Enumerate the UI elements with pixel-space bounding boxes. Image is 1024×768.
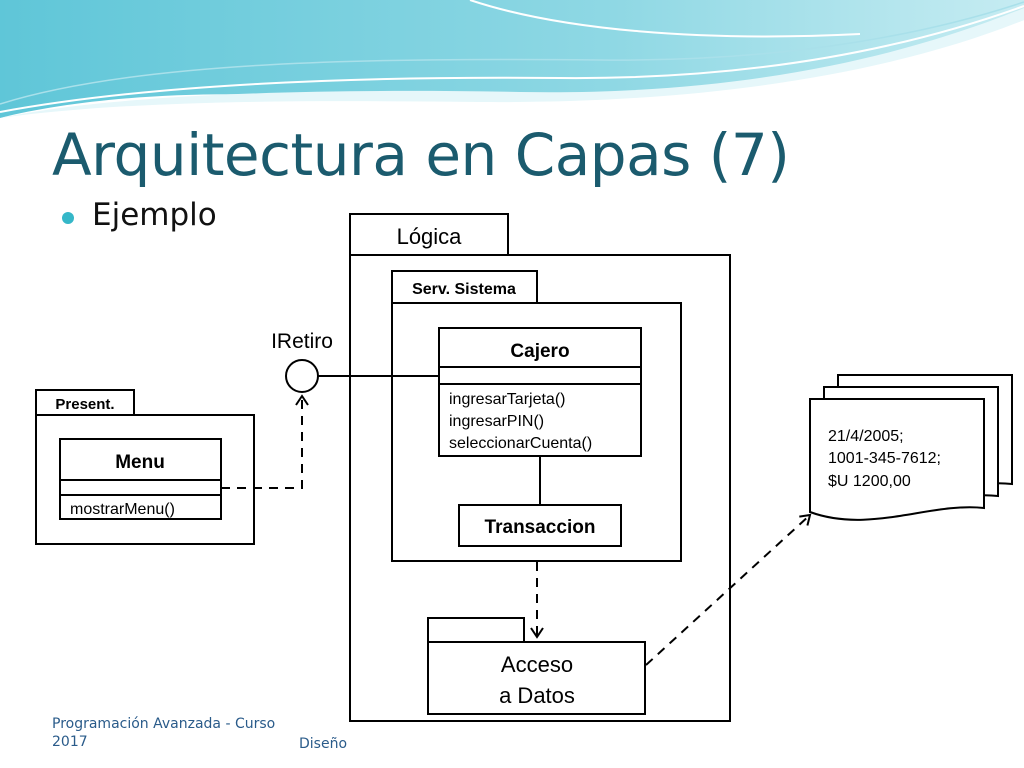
package-logica-label: Lógica <box>397 224 463 249</box>
bullet-text: Ejemplo <box>92 197 217 233</box>
document-line-date: 21/4/2005; <box>828 428 904 445</box>
method-mostrar-menu: mostrarMenu() <box>70 501 175 518</box>
method-ingresar-tarjeta: ingresarTarjeta() <box>449 391 565 408</box>
class-cajero-name: Cajero <box>510 341 569 362</box>
dependency-acceso-document <box>645 513 812 666</box>
package-acceso-line1: Acceso <box>501 652 573 677</box>
bullet-icon <box>62 212 74 224</box>
package-serv-sistema-label: Serv. Sistema <box>412 281 516 298</box>
header-wave-decoration <box>0 0 1024 118</box>
package-acceso-line2: a Datos <box>499 683 575 708</box>
class-menu: Menu mostrarMenu() <box>59 438 222 520</box>
class-cajero: Cajero ingresarTarjeta() ingresarPIN() s… <box>438 327 642 457</box>
class-transaccion-name: Transaccion <box>485 517 596 538</box>
package-present-label: Present. <box>55 396 114 413</box>
document-stack-icon: 21/4/2005; 1001-345-7612; $U 1200,00 <box>809 374 1013 521</box>
document-line-account: 1001-345-7612; <box>828 450 941 467</box>
method-ingresar-pin: ingresarPIN() <box>449 413 544 430</box>
class-menu-name: Menu <box>115 452 165 473</box>
footer-course: Programación Avanzada - Curso 2017 <box>52 716 276 750</box>
interface-iretiro-label: IRetiro <box>271 330 333 353</box>
footer-section: Diseño <box>299 736 348 752</box>
package-acceso-datos: Acceso a Datos <box>427 617 646 715</box>
class-transaccion: Transaccion <box>458 504 622 547</box>
interface-iretiro: IRetiro <box>271 330 439 393</box>
slide-title: Arquitectura en Capas (7) <box>52 121 790 189</box>
dependency-menu-iretiro <box>221 394 309 489</box>
method-seleccionar-cuenta: seleccionarCuenta() <box>449 435 592 452</box>
document-line-amount: $U 1200,00 <box>828 473 911 490</box>
